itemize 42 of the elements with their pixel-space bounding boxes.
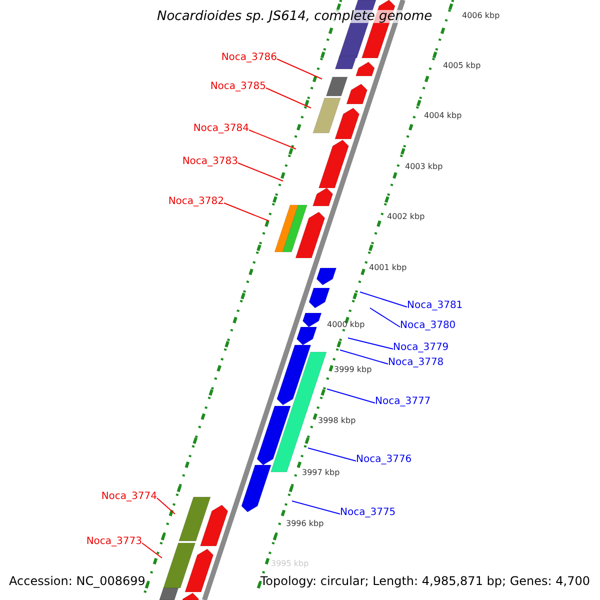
leader-line [224, 202, 270, 222]
gene-label: Noca_3778 [388, 358, 444, 368]
leader-line [370, 308, 400, 328]
leader-line [238, 162, 284, 182]
gene-label: Noca_3785 [210, 82, 266, 92]
scale-tick-label: 3998 kbp [318, 417, 356, 425]
gene-label: Noca_3773 [86, 537, 142, 547]
scale-tick-label: 4002 kbp [387, 213, 425, 221]
gene-label: Noca_3780 [400, 321, 456, 331]
gene-label: Noca_3777 [375, 397, 431, 407]
leader-line [360, 292, 408, 308]
gene-label: Noca_3776 [356, 455, 412, 465]
leader-line [276, 58, 322, 80]
gene-label: Noca_3774 [101, 492, 157, 502]
leader-line [340, 350, 388, 364]
gene-label: Noca_3784 [193, 124, 249, 134]
scale-tick-label: 3997 kbp [302, 469, 340, 477]
gene-label: Noca_3783 [182, 157, 238, 167]
accession-text: Accession: NC_008699 [9, 575, 146, 587]
gene-label: Noca_3782 [168, 197, 224, 207]
scale-tick-label: 4001 kbp [369, 264, 407, 272]
leader-line [266, 88, 312, 108]
scale-tick-label: 4003 kbp [405, 163, 443, 171]
leader-line [292, 500, 340, 514]
leader-line [156, 498, 176, 514]
scale-tick-label: 4004 kbp [424, 112, 462, 120]
scale-tick-label: 3996 kbp [286, 520, 324, 528]
gene-label: Noca_3781 [407, 301, 463, 311]
gene-label: Noca_3779 [393, 343, 449, 353]
leader-line [308, 448, 356, 462]
map-title: Nocardioides sp. JS614, complete genome [157, 10, 432, 23]
gene-label: Noca_3786 [221, 53, 277, 63]
gene-label: Noca_3775 [340, 508, 396, 518]
genome-summary-text: Topology: circular; Length: 4,985,871 bp; Genes: 4,700 [260, 575, 590, 587]
scale-tick-label: 3999 kbp [334, 366, 372, 374]
leader-line [326, 388, 376, 404]
scale-tick-label: 4006 kbp [462, 12, 500, 20]
leader-line [348, 338, 394, 350]
leader-line [248, 130, 296, 150]
leader-line [142, 542, 162, 558]
scale-tick-label: 4000 kbp [327, 321, 365, 329]
scale-tick-label: 4005 kbp [443, 62, 481, 70]
